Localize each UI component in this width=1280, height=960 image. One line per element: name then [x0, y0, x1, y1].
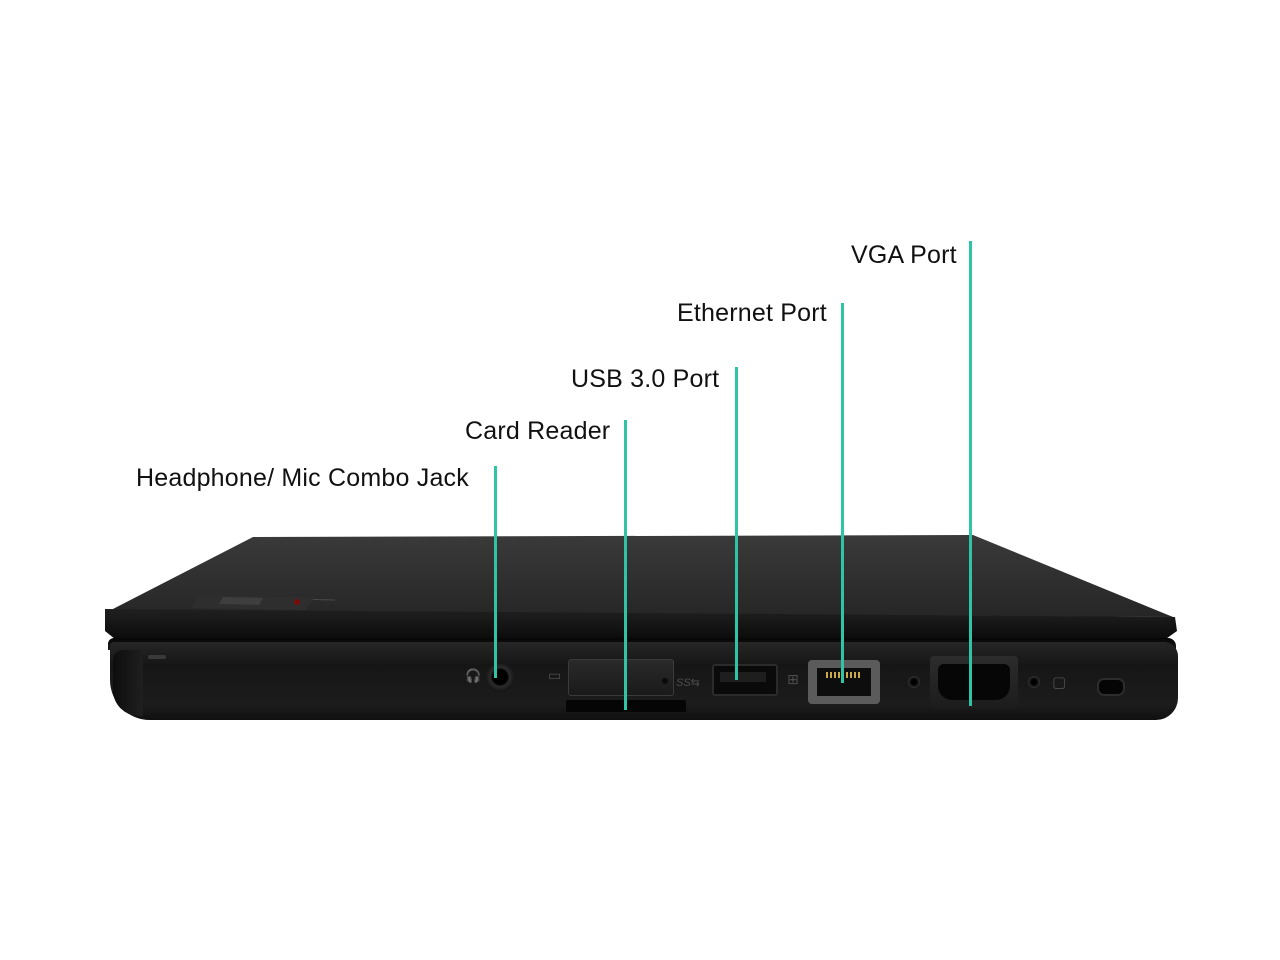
usb-port-label: USB 3.0 Port	[571, 365, 720, 393]
ethernet-leader-line	[841, 303, 844, 683]
vga-leader-line	[969, 241, 972, 706]
ethernet-port-label: Ethernet Port	[677, 299, 827, 327]
ethernet-port-pins	[826, 672, 862, 678]
headphone-mic-jack	[485, 662, 515, 692]
display-icon: ▢	[1052, 674, 1067, 691]
card-reader-label: Card Reader	[465, 417, 611, 445]
vga-screw-right	[1028, 676, 1040, 688]
headphone-icon: 🎧	[465, 668, 482, 683]
usb-superspeed-icon: SS⇆	[676, 677, 700, 689]
card-reader-leader-line	[624, 420, 627, 710]
usb-port-tongue	[720, 672, 766, 682]
vga-port-connector	[938, 664, 1010, 700]
card-tray	[568, 659, 674, 696]
network-icon: ⊞	[787, 671, 799, 687]
vga-screw-left	[908, 676, 920, 688]
status-led	[148, 655, 166, 659]
usb-leader-line	[735, 367, 738, 680]
laptop-lid	[105, 535, 1177, 641]
vga-port-label: VGA Port	[851, 241, 957, 269]
security-lock-slot	[1097, 678, 1125, 696]
audio-leader-line	[494, 466, 497, 678]
card-reader-icon: ▭	[548, 667, 562, 683]
base-corner	[113, 650, 143, 716]
card-tray-eject-hole	[662, 678, 668, 684]
audio-jack-label: Headphone/ Mic Combo Jack	[136, 464, 469, 492]
logo-badge	[191, 595, 315, 610]
